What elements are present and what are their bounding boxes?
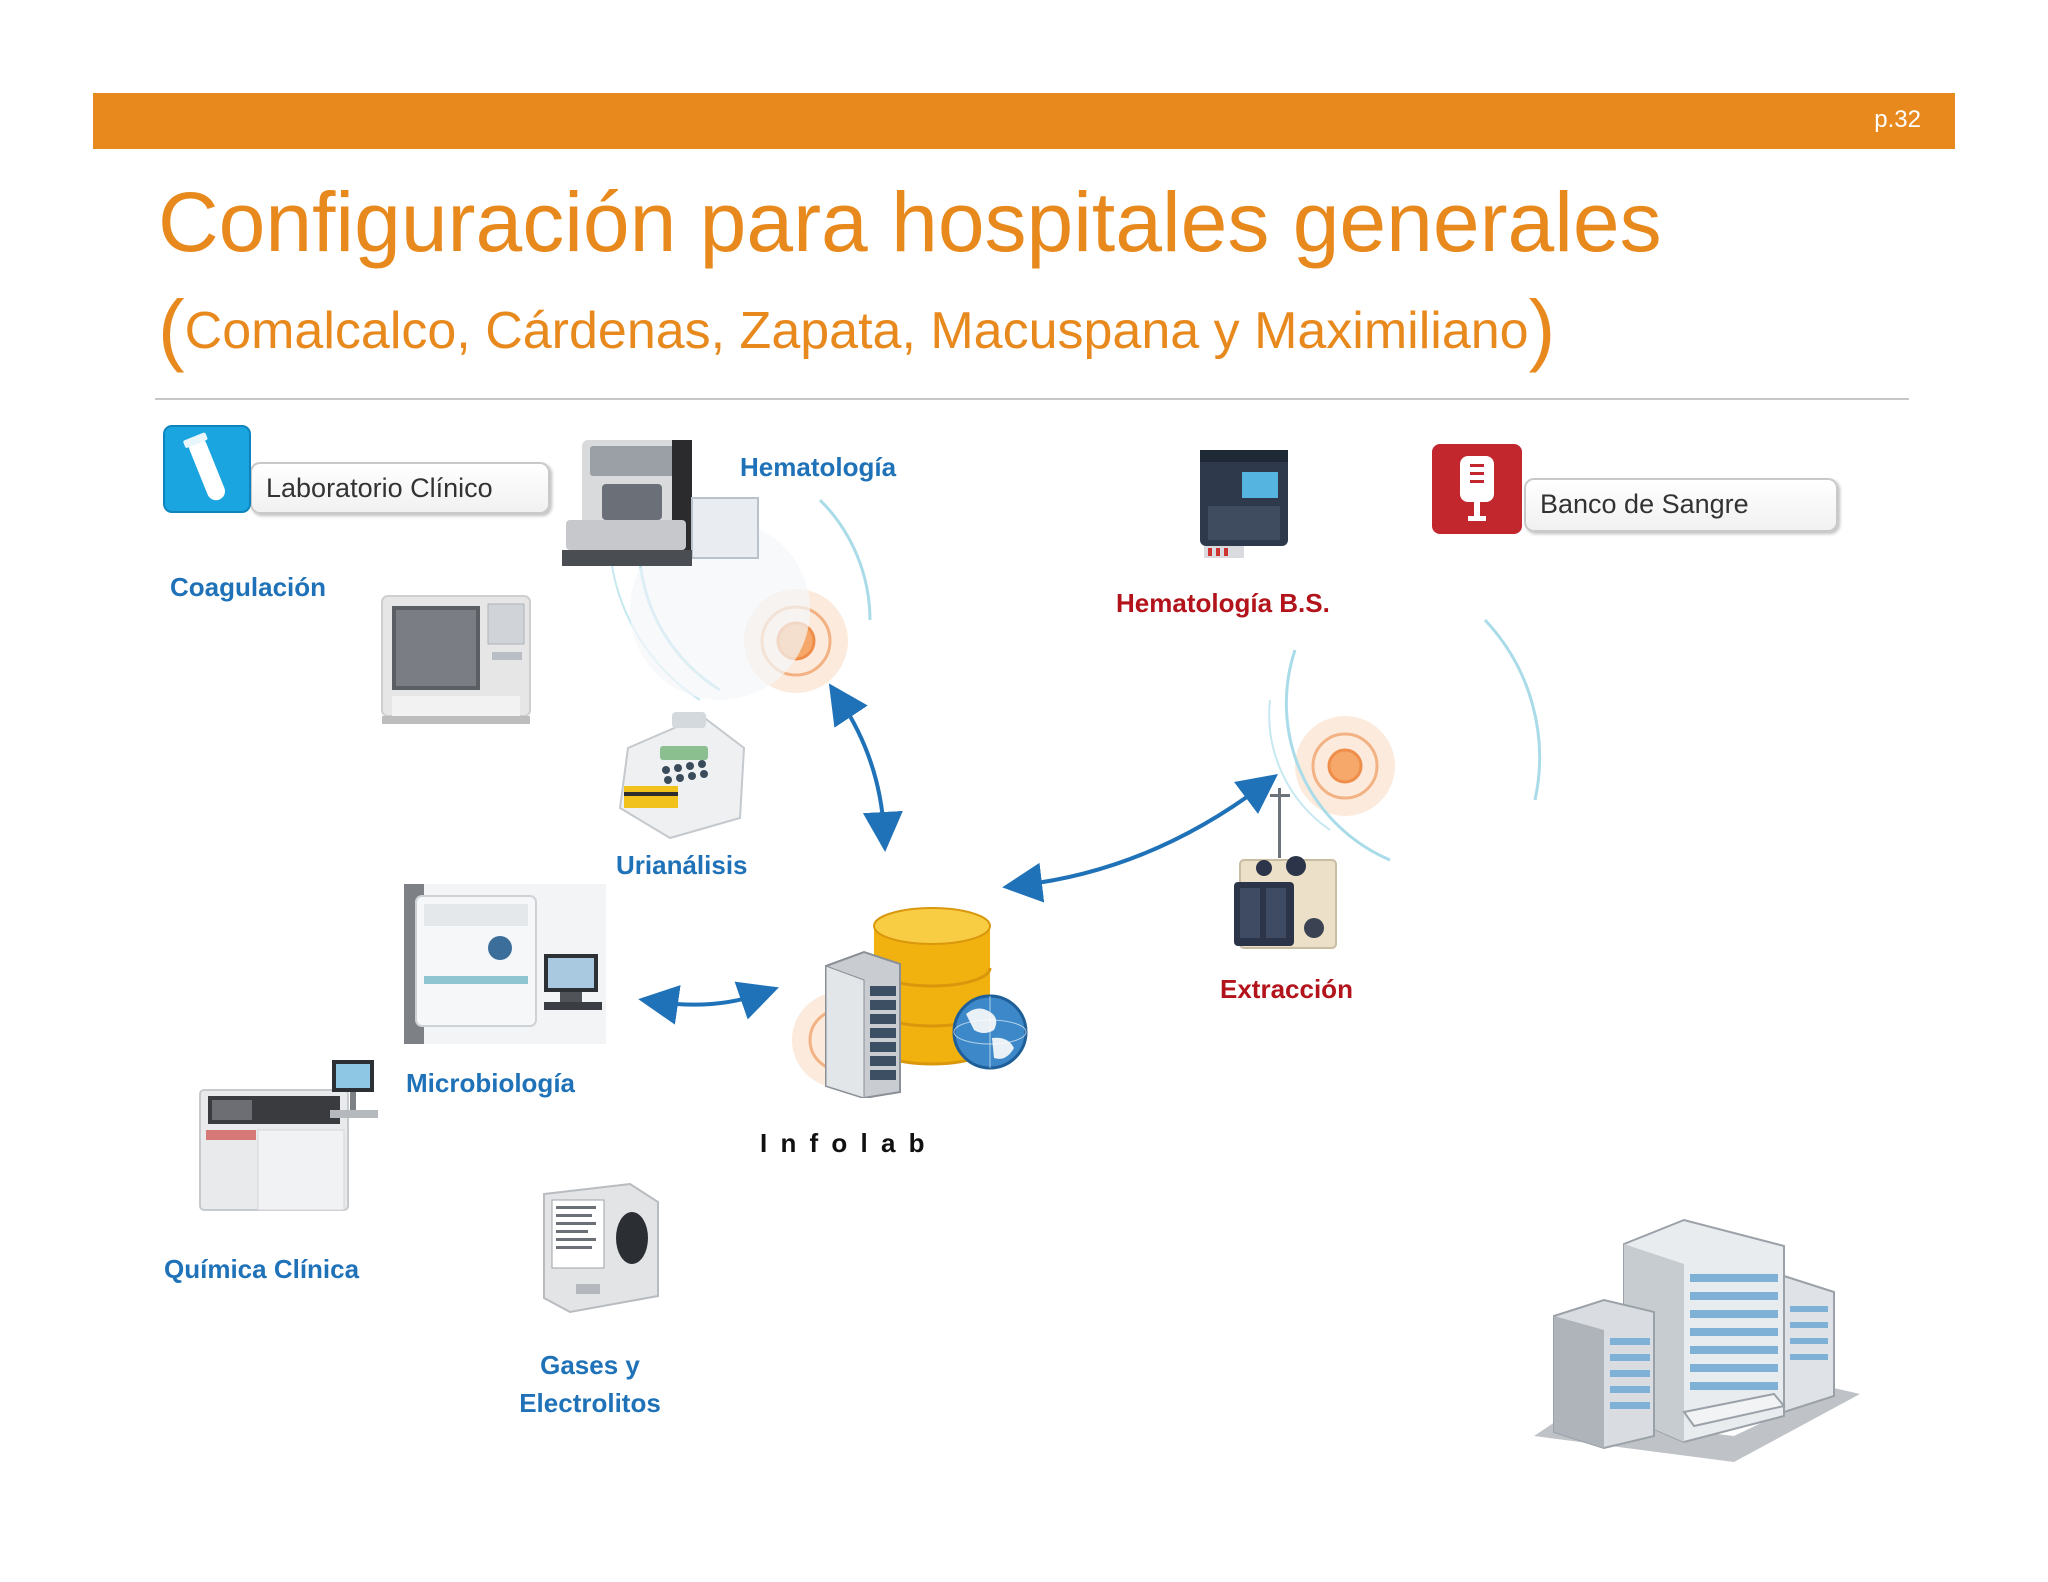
database-server-icon: [825, 907, 992, 1098]
header-bar: p.32: [93, 93, 1955, 149]
page-subtitle: (Comalcalco, Cárdenas, Zapata, Macuspana…: [158, 285, 1555, 373]
bloodbank-hematology-image: [1200, 450, 1288, 558]
arrow-hematology-infolab: [828, 683, 903, 852]
label-microbiologia: Microbiología: [406, 1068, 575, 1098]
lab-section-label: Laboratorio Clínico: [250, 462, 550, 514]
label-gases-line2: Electrolitos: [519, 1388, 661, 1418]
page-title: Configuración para hospitales generales: [158, 175, 1662, 269]
label-extraccion: Extracción: [1220, 974, 1353, 1004]
microbiology-analyzer-image: [404, 884, 606, 1044]
label-gases-electrolitos: Gases y Electrolitos: [500, 1346, 680, 1422]
blood-bag-icon: [1432, 444, 1522, 534]
lab-section-header: Laboratorio Clínico: [162, 424, 552, 516]
urinalysis-analyzer-image: [618, 712, 746, 840]
label-quimica-clinica: Química Clínica: [164, 1254, 360, 1284]
label-gases-line1: Gases y: [540, 1350, 640, 1380]
hospital-building-icon: [1534, 1218, 1860, 1462]
label-coagulacion: Coagulación: [170, 572, 327, 602]
blood-gas-analyzer-image: [543, 1182, 659, 1314]
hematology-analyzer-image: [562, 440, 759, 566]
bloodbank-signal-ring: [1268, 618, 1542, 862]
globe-icon: [952, 994, 1028, 1070]
label-infolab: I n f o l a b: [760, 1128, 928, 1158]
bloodbank-section-label: Banco de Sangre: [1524, 478, 1838, 532]
label-hematologia: Hematología: [740, 452, 897, 482]
subtitle-open-paren: (: [158, 284, 185, 373]
coagulation-analyzer-image: [381, 595, 531, 724]
infolab-server-image: [825, 907, 1028, 1098]
test-tube-icon: [163, 425, 251, 513]
subtitle-text: Comalcalco, Cárdenas, Zapata, Macuspana …: [184, 302, 1529, 360]
title-divider: [155, 398, 1909, 400]
arrow-bloodbank-infolab: [1002, 774, 1279, 903]
page-number: p.32: [1874, 106, 1921, 133]
arrow-microbiology-infolab: [638, 981, 779, 1025]
bloodbank-section-header: Banco de Sangre: [1430, 442, 1840, 536]
chemistry-analyzer-image: [199, 1060, 378, 1211]
subtitle-close-paren: ): [1528, 284, 1556, 373]
blood-extraction-device-image: [1234, 788, 1337, 949]
label-urianalisis: Urianálisis: [616, 850, 748, 880]
label-hematologia-bs: Hematología B.S.: [1116, 588, 1330, 618]
